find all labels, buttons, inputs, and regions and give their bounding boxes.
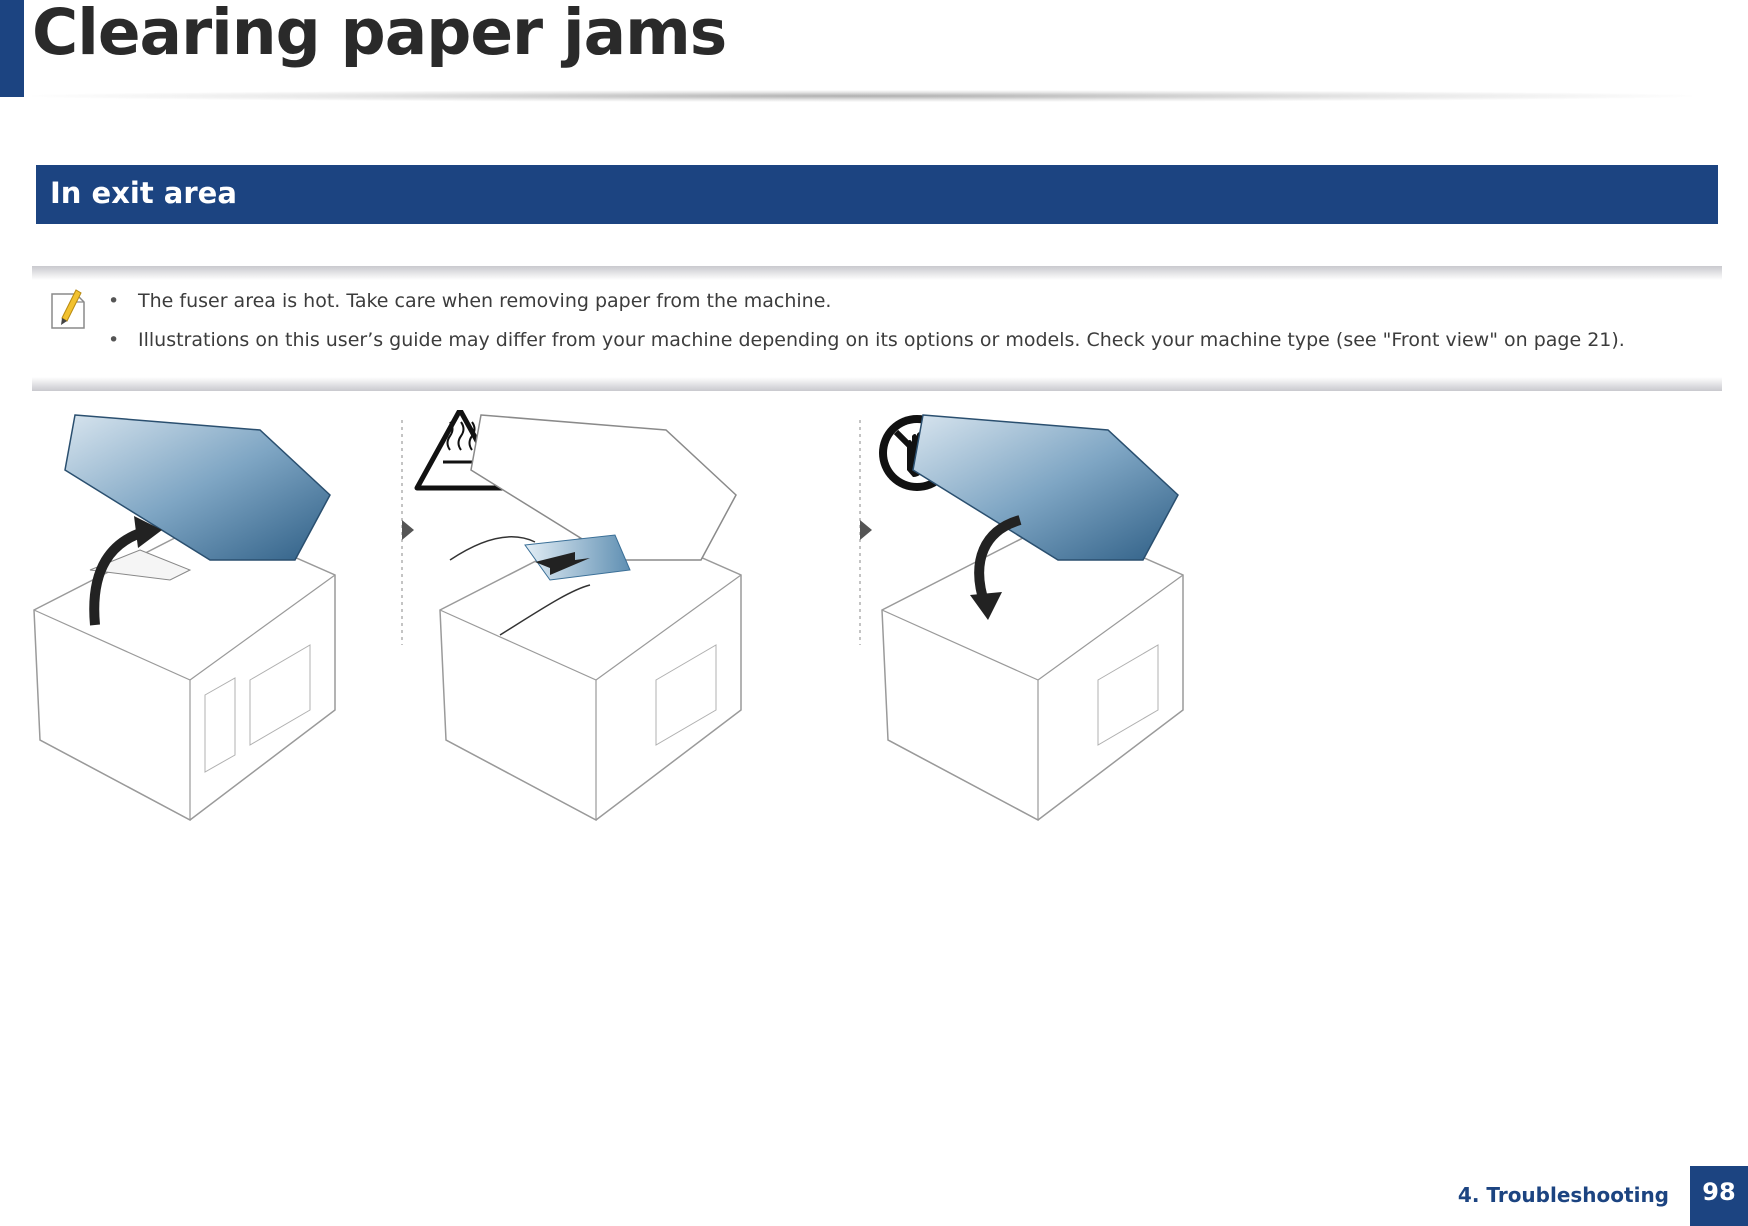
note-item: • Illustrations on this user’s guide may… <box>102 329 1625 351</box>
printer-step-2 <box>439 414 742 821</box>
section-title: In exit area <box>50 176 237 210</box>
bullet: • <box>108 329 120 351</box>
page-title: Clearing paper jams <box>32 0 727 69</box>
printer-step-3 <box>881 414 1184 821</box>
step-arrow-icon <box>860 520 872 540</box>
note-bottom-shade <box>32 377 1722 391</box>
title-underline <box>32 90 1692 102</box>
printer-step-1 <box>33 414 336 821</box>
note-top-shade <box>32 266 1722 280</box>
footer-section-label: 4. Troubleshooting <box>1457 1183 1669 1207</box>
step-arrow-icon <box>402 520 414 540</box>
note-item-text: The fuser area is hot. Take care when re… <box>138 290 832 312</box>
jam-removal-illustration <box>33 410 1184 821</box>
title-accent-bar <box>0 0 24 97</box>
bullet: • <box>108 290 120 312</box>
note-item-text: Illustrations on this user’s guide may d… <box>138 329 1625 351</box>
note-item: • The fuser area is hot. Take care when … <box>102 290 1625 312</box>
section-header-bar: In exit area <box>36 165 1718 224</box>
page-number-badge: 98 <box>1690 1166 1748 1226</box>
pencil-note-icon <box>51 289 85 329</box>
note-list: • The fuser area is hot. Take care when … <box>102 290 1625 368</box>
page-number: 98 <box>1702 1178 1736 1206</box>
note-box: • The fuser area is hot. Take care when … <box>32 266 1722 391</box>
